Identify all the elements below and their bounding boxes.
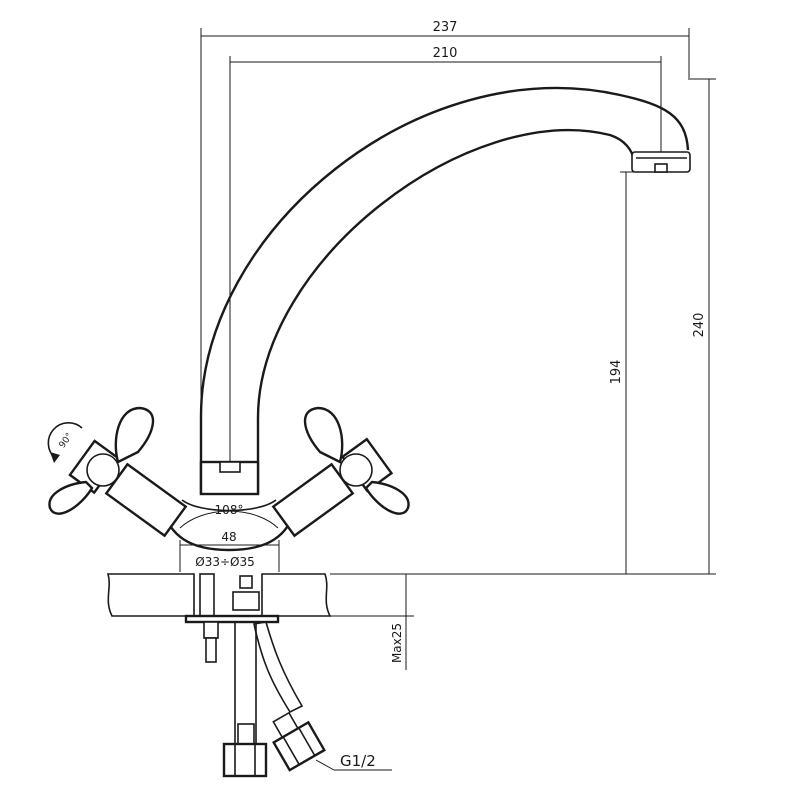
dimension-handle-spacing: 48 (179, 530, 280, 572)
dimension-label-237: 237 (433, 20, 458, 35)
rotation-arrow: 90° (47, 422, 83, 463)
hose-nut-right (272, 711, 326, 772)
mounting-stud (184, 573, 280, 663)
dimension-overall-height: 240 (690, 78, 716, 574)
left-valve (48, 406, 188, 538)
handle-spacing-label: 48 (221, 530, 236, 544)
counter-thickness-label: Max25 (390, 623, 404, 663)
dimension-label-240: 240 (692, 313, 707, 338)
handle-angle-label: 108° (215, 503, 244, 517)
spout (199, 86, 691, 496)
countertop-section (106, 573, 332, 617)
dimension-counter-thickness: Max25 (330, 574, 414, 670)
rotation-arrow-head-icon (50, 452, 60, 463)
mount-hole-label: Ø33÷Ø35 (195, 555, 254, 569)
hose-nut-left (222, 723, 268, 778)
connection-thread-label: G1/2 (340, 752, 376, 770)
dimension-label-210: 210 (433, 46, 458, 61)
dimension-handle-angle: 108° (179, 503, 279, 529)
dimension-spout-reach: 210 (229, 46, 662, 462)
connection-callout: G1/2 (315, 752, 392, 771)
dimension-spout-height: 194 (609, 171, 640, 574)
right-valve (271, 406, 410, 538)
rotation-angle-label: 90° (58, 431, 75, 450)
dimension-overall-reach: 237 (200, 20, 690, 462)
dimension-label-194: 194 (609, 360, 624, 385)
